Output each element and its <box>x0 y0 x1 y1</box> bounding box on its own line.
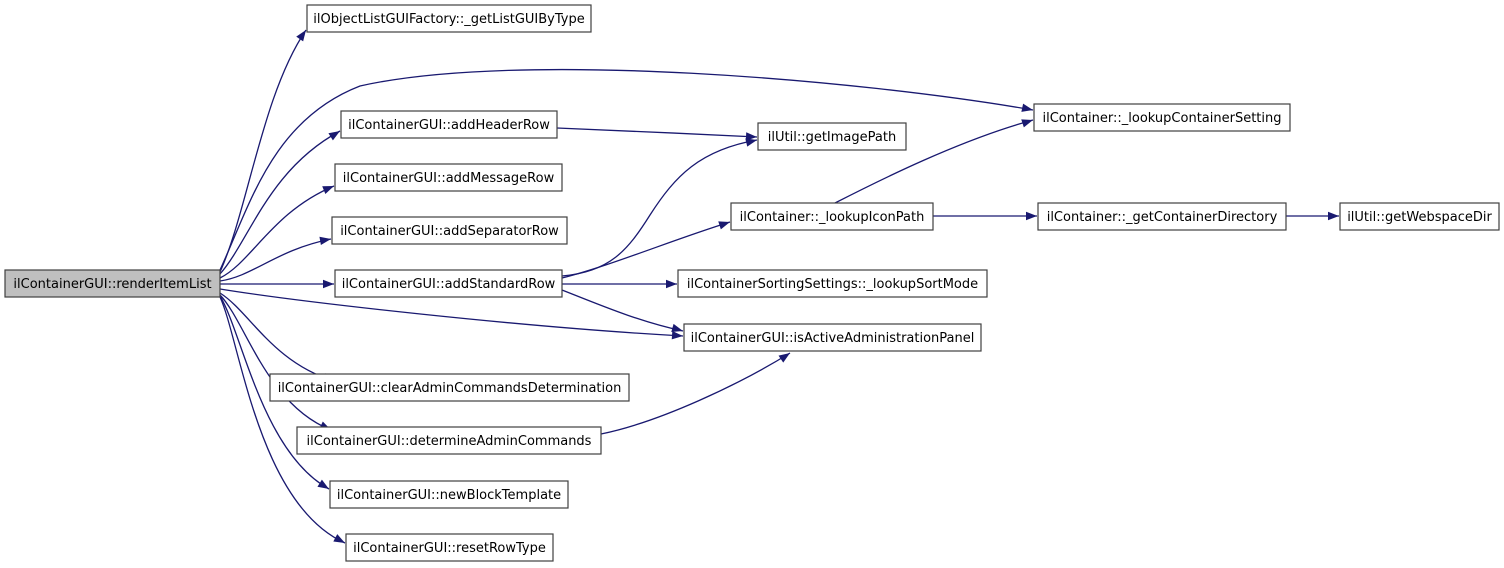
node-rect[interactable] <box>329 480 569 509</box>
graph-node-n0[interactable]: ilContainerGUI::renderItemList <box>4 269 221 298</box>
arrowhead <box>319 236 331 246</box>
edge-n11-to-n14 <box>834 119 1034 204</box>
graph-node-n14[interactable]: ilContainer::_lookupContainerSetting <box>1033 103 1291 132</box>
arrowhead <box>322 186 334 195</box>
node-rect[interactable] <box>345 533 554 562</box>
node-rect[interactable] <box>4 269 221 298</box>
node-label: ilContainer::_lookupContainerSetting <box>1043 111 1282 126</box>
edge-n0-to-n13 <box>219 288 684 337</box>
node-rect[interactable] <box>340 110 558 139</box>
node-rect[interactable] <box>331 216 568 245</box>
node-label: ilContainerGUI::determineAdminCommands <box>307 434 592 449</box>
edges-layer <box>219 29 1339 544</box>
graph-node-n15[interactable]: ilContainer::_getContainerDirectory <box>1037 202 1287 231</box>
graph-node-n10[interactable]: ilUtil::getImagePath <box>757 122 907 151</box>
graph-node-n4[interactable]: ilContainerGUI::addSeparatorRow <box>331 216 568 245</box>
edge-n0-to-n2 <box>219 130 341 275</box>
graph-node-n13[interactable]: ilContainerGUI::isActiveAdministrationPa… <box>683 323 982 352</box>
edge-n5-to-n10 <box>561 139 758 277</box>
edge-n0-to-n14 <box>219 68 1034 271</box>
node-label: ilContainerGUI::clearAdminCommandsDeterm… <box>278 381 622 396</box>
node-label: ilUtil::getWebspaceDir <box>1347 210 1492 225</box>
graph-node-n5[interactable]: ilContainerGUI::addStandardRow <box>334 269 563 298</box>
edge-n0-to-n8 <box>219 295 330 490</box>
node-rect[interactable] <box>269 373 630 402</box>
graph-node-n11[interactable]: ilContainer::_lookupIconPath <box>730 202 934 231</box>
arrowhead <box>745 132 757 141</box>
arrowhead <box>671 331 683 340</box>
arrowhead <box>333 534 345 543</box>
edge-n0-to-n4 <box>219 238 332 282</box>
node-rect[interactable] <box>334 269 563 298</box>
node-rect[interactable] <box>683 323 982 352</box>
arrowhead <box>1328 211 1339 221</box>
node-label: ilUtil::getImagePath <box>768 130 896 145</box>
arrowhead <box>671 323 683 333</box>
node-rect[interactable] <box>334 163 563 192</box>
node-label: ilContainerGUI::addStandardRow <box>342 277 556 292</box>
graph-node-n7[interactable]: ilContainerGUI::determineAdminCommands <box>296 426 602 455</box>
edge-n0-to-n7 <box>219 294 332 431</box>
arrowhead <box>666 279 677 289</box>
node-label: ilContainerGUI::addHeaderRow <box>348 118 550 133</box>
node-rect[interactable] <box>306 4 592 33</box>
graph-node-n16[interactable]: ilUtil::getWebspaceDir <box>1339 202 1500 231</box>
arrowhead <box>1021 103 1033 112</box>
edge-n0-to-n9 <box>219 296 346 544</box>
node-label: ilContainerGUI::addMessageRow <box>343 171 555 186</box>
graph-node-n3[interactable]: ilContainerGUI::addMessageRow <box>334 163 563 192</box>
edge-n5-to-n13 <box>561 289 684 332</box>
node-label: ilContainerSortingSettings::_lookupSortM… <box>687 277 978 292</box>
arrowhead <box>296 30 306 42</box>
edge-n0-to-n6 <box>219 292 335 382</box>
edge-n0-to-n1 <box>219 29 307 273</box>
node-label: ilContainerGUI::newBlockTemplate <box>337 488 561 503</box>
graph-node-n6[interactable]: ilContainerGUI::clearAdminCommandsDeterm… <box>269 373 630 402</box>
edge-n2-to-n10 <box>556 127 758 138</box>
node-label: ilContainerGUI::addSeparatorRow <box>340 224 559 239</box>
arrowhead <box>317 479 329 489</box>
edge-n0-to-n3 <box>219 185 335 279</box>
graph-node-n9[interactable]: ilContainerGUI::resetRowType <box>345 533 554 562</box>
graph-node-n1[interactable]: ilObjectListGUIFactory::_getListGUIByTyp… <box>306 4 592 33</box>
node-rect[interactable] <box>1339 202 1500 231</box>
node-rect[interactable] <box>677 269 988 298</box>
node-label: ilContainerGUI::renderItemList <box>13 277 211 292</box>
arrowhead <box>1021 119 1033 128</box>
node-label: ilContainer::_lookupIconPath <box>740 210 925 225</box>
node-label: ilContainer::_getContainerDirectory <box>1047 210 1278 225</box>
node-rect[interactable] <box>1037 202 1287 231</box>
node-rect[interactable] <box>296 426 602 455</box>
node-label: ilContainerGUI::isActiveAdministrationPa… <box>691 331 975 346</box>
arrowhead <box>328 131 340 141</box>
arrowhead <box>1026 211 1037 221</box>
arrowhead <box>323 279 334 289</box>
arrowhead <box>778 353 790 363</box>
node-rect[interactable] <box>757 122 907 151</box>
node-label: ilObjectListGUIFactory::_getListGUIByTyp… <box>313 12 584 27</box>
graph-node-n8[interactable]: ilContainerGUI::newBlockTemplate <box>329 480 569 509</box>
edge-n7-to-n13 <box>600 352 791 435</box>
graph-node-n12[interactable]: ilContainerSortingSettings::_lookupSortM… <box>677 269 988 298</box>
arrowhead <box>718 221 730 230</box>
node-rect[interactable] <box>730 202 934 231</box>
nodes-layer: ilContainerGUI::renderItemList ilObjectLi… <box>4 4 1500 562</box>
edge-n5-to-n11 <box>561 221 731 279</box>
node-rect[interactable] <box>1033 103 1291 132</box>
node-label: ilContainerGUI::resetRowType <box>353 541 546 556</box>
arrowhead <box>745 138 757 147</box>
graph-node-n2[interactable]: ilContainerGUI::addHeaderRow <box>340 110 558 139</box>
